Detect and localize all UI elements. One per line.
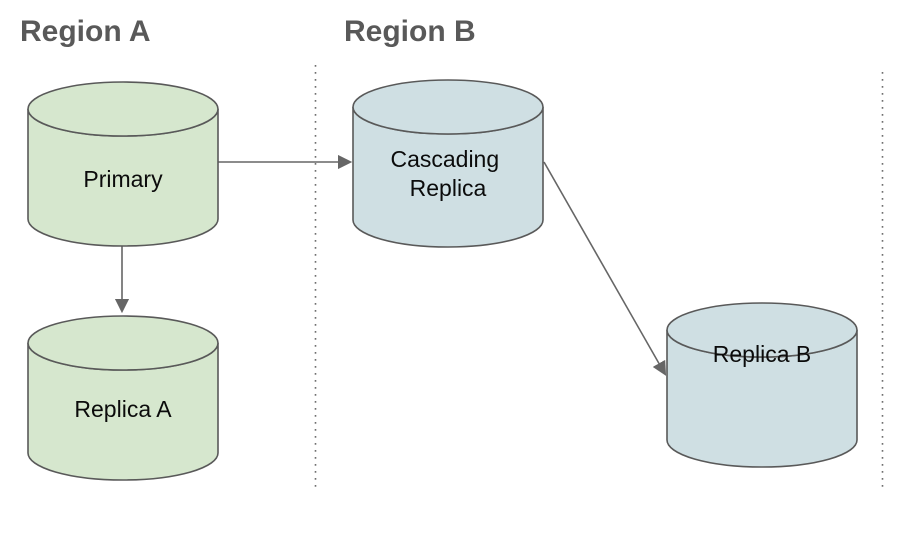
primary-label: Primary	[83, 166, 163, 192]
replica-a-cylinder-top	[27, 315, 219, 371]
cascading-replica-label-line1: Cascading	[390, 146, 499, 172]
replica-a-label: Replica A	[74, 396, 172, 422]
cascading-replica-label: Cascading Replica	[390, 146, 505, 201]
arrow-cascading-replica-to-replica-b	[543, 161, 667, 376]
database-cylinder-primary: Primary	[27, 81, 219, 247]
region-a-header: Region A	[20, 15, 151, 48]
replica-b-label: Replica B	[713, 341, 811, 367]
primary-cylinder-top	[27, 81, 219, 137]
database-cylinder-replica-a: Replica A	[27, 315, 219, 481]
database-cylinder-cascading-replica: Cascading Replica	[352, 79, 544, 248]
region-b-header: Region B	[344, 15, 476, 48]
cascading-replica-cylinder-top	[352, 79, 544, 135]
replica-b-cylinder-top	[666, 302, 858, 358]
database-cylinder-replica-b: Replica B	[666, 302, 858, 468]
cascading-replica-label-line2: Replica	[410, 175, 487, 201]
